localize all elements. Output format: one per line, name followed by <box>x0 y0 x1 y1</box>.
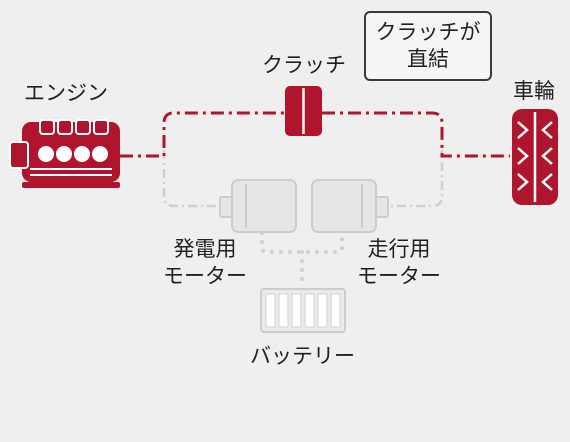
battery-label: バッテリー <box>250 344 355 368</box>
generator-motor-label-line1: 発電用 <box>173 237 237 261</box>
callout-text-line1: クラッチが <box>375 20 481 44</box>
engine-label: エンジン <box>24 81 108 105</box>
drive-motor-link <box>378 150 444 208</box>
wheel-icon <box>512 109 558 205</box>
drive-motor-label-line2: モーター <box>357 264 441 288</box>
generator-motor-label-line2: モーター <box>163 264 247 288</box>
engine-icon <box>9 119 120 188</box>
generator-motor-link <box>162 150 230 208</box>
drive-motor-label: 走行用 モーター <box>353 236 445 290</box>
wheel-label: 車輪 <box>513 79 555 103</box>
clutch-icon <box>285 86 322 136</box>
generator-motor-icon <box>219 179 297 233</box>
battery-icon <box>260 288 346 333</box>
drive-motor-icon <box>311 179 389 233</box>
drive-motor-label-line1: 走行用 <box>367 237 431 261</box>
generator-motor-label: 発電用 モーター <box>160 236 250 290</box>
active-power-path <box>120 111 510 158</box>
clutch-label: クラッチ <box>262 53 346 77</box>
inactive-connection-lines <box>162 150 444 208</box>
battery-wiring <box>260 231 344 288</box>
clutch-direct-callout: クラッチが 直結 <box>364 11 492 81</box>
callout-text-line2: 直結 <box>407 47 449 71</box>
